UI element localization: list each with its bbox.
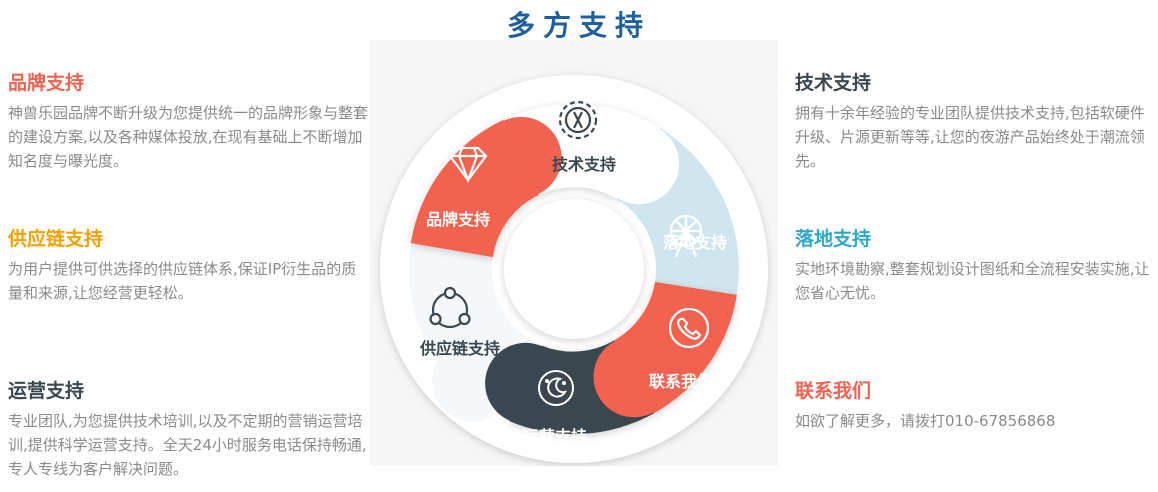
wheel-label-brand: 品牌支持 [426, 210, 490, 229]
wheel-segment-contact[interactable] [593, 281, 737, 418]
operation-support-section: 运营支持 专业团队,为您提供技术培训,以及不定期的营销运营培训,提供科学运营支持… [8, 376, 368, 481]
landing-support-section: 落地支持 实地环境勘察,整套规划设计图纸和全流程安装实施,让您省心无忧。 [795, 224, 1155, 305]
gear-wrench-icon [558, 100, 598, 140]
tech-support-section: 技术支持 拥有十余年经验的专业团队提供技术支持,包括软硬件升级、片源更新等等,让… [795, 68, 1155, 173]
wheel-center [504, 199, 644, 339]
landing-support-text: 实地环境勘察,整套规划设计图纸和全流程安装实施,让您省心无忧。 [795, 260, 1150, 302]
support-wheel: 技术支持 落地支持 联系我们 运营支持 供应链支持 品牌支持 [380, 75, 768, 463]
network-icon [429, 286, 471, 329]
page-title: 多方支持 [506, 9, 651, 42]
wheel-label-operation: 运营支持 [523, 427, 587, 446]
supply-chain-section: 供应链支持 为用户提供可供选择的供应链体系,保证IP衍生品的质量和来源,让您经营… [8, 224, 368, 305]
ferris-wheel-icon [669, 214, 703, 258]
wheel-label-supply: 供应链支持 [419, 339, 500, 358]
wheel-label-contact: 联系我们 [649, 372, 713, 391]
contact-us-section: 联系我们 如欲了解更多，请拨打010-67856868 [795, 376, 1155, 433]
contact-us-heading: 联系我们 [795, 380, 872, 402]
brand-support-heading: 品牌支持 [8, 72, 85, 94]
landing-support-heading: 落地支持 [795, 228, 872, 250]
diamond-icon [448, 146, 488, 184]
wheel-label-tech: 技术支持 [552, 155, 616, 174]
phone-icon [668, 307, 710, 349]
supply-chain-text: 为用户提供可供选择的供应链体系,保证IP衍生品的质量和来源,让您经营更轻松。 [8, 260, 357, 302]
moon-stars-icon [538, 370, 574, 406]
brand-support-section: 品牌支持 神兽乐园品牌不断升级为您提供统一的品牌形象与整套的建设方案,以及各种媒… [8, 68, 368, 173]
brand-support-text: 神兽乐园品牌不断升级为您提供统一的品牌形象与整套的建设方案,以及各种媒体投放,在… [8, 104, 369, 170]
tech-support-text: 拥有十余年经验的专业团队提供技术支持,包括软硬件升级、片源更新等等,让您的夜游产… [795, 104, 1145, 170]
supply-chain-heading: 供应链支持 [8, 228, 104, 250]
tech-support-heading: 技术支持 [795, 72, 872, 94]
wheel-label-landing: 落地支持 [663, 233, 727, 252]
contact-us-text: 如欲了解更多，请拨打010-67856868 [795, 412, 1056, 430]
operation-support-text: 专业团队,为您提供技术培训,以及不定期的营销运营培训,提供科学运营支持。全天24… [8, 412, 367, 478]
wheel-segment-brand[interactable] [410, 116, 562, 258]
operation-support-heading: 运营支持 [8, 380, 85, 402]
